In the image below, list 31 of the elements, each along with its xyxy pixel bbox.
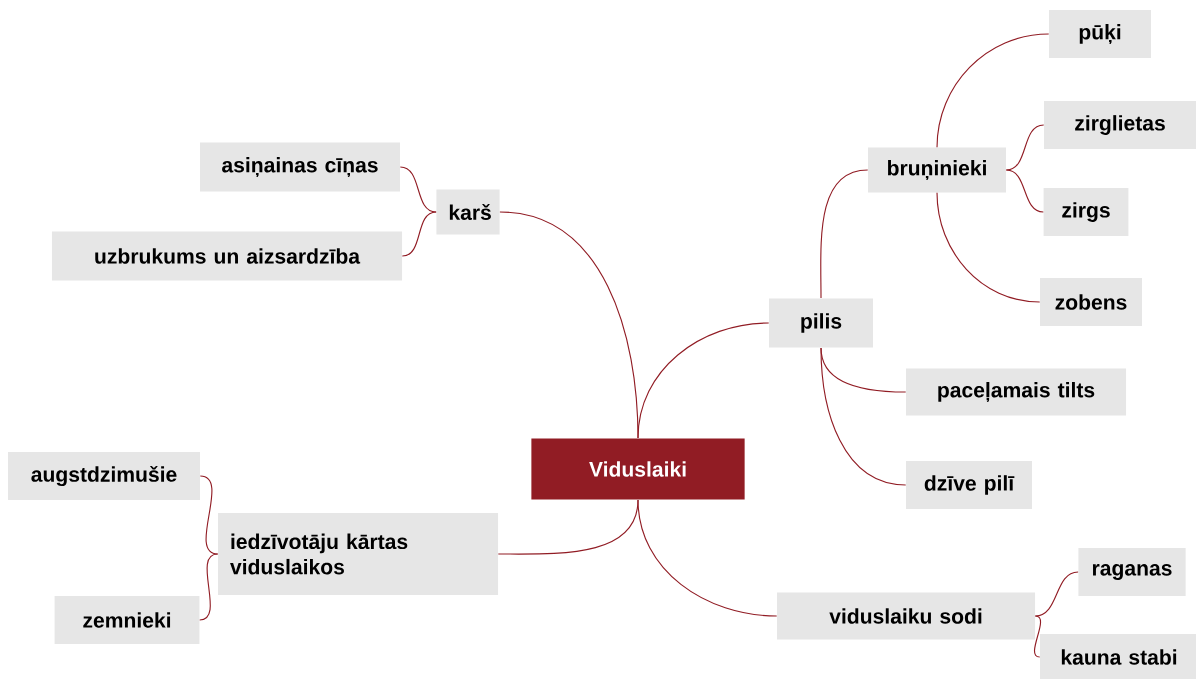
topic-box: asiņainas cīņas <box>200 142 401 192</box>
connector-line <box>199 475 219 555</box>
topic-box: augstdzimušie <box>8 452 201 500</box>
connector-line <box>401 211 437 257</box>
topic-box: kauna stabi <box>1040 634 1196 679</box>
topic-box: bruņinieki <box>868 147 1007 193</box>
topic-box: karš <box>436 189 500 235</box>
topic-box: uzbrukums un aizsardzība <box>51 231 403 281</box>
topic-box: iedzīvotāju kārtas viduslaikos <box>217 513 499 595</box>
connector-line <box>1034 571 1079 617</box>
topic-box: pūķi <box>1049 10 1152 58</box>
connector-line <box>936 192 1041 303</box>
connector-line <box>637 322 770 439</box>
topic-box: zirglietas <box>1044 101 1196 149</box>
connector-line <box>1005 169 1044 213</box>
connector-line <box>637 499 778 617</box>
topic-box: paceļamais tilts <box>906 368 1127 416</box>
topic-box: zobens <box>1040 278 1142 326</box>
connector-line <box>199 553 219 621</box>
topic-box: dzīve pilī <box>906 461 1033 509</box>
topic-box: zemnieki <box>54 596 200 644</box>
topic-box: viduslaiku sodi <box>777 592 1036 640</box>
connector-line <box>399 166 437 213</box>
topic-box: pilis <box>769 298 873 348</box>
central-topic-box: Viduslaiki <box>531 438 745 500</box>
connector-line <box>936 33 1050 148</box>
topic-box: zirgs <box>1043 188 1129 236</box>
connector-line <box>820 169 869 299</box>
connector-line <box>820 347 907 486</box>
topic-box: raganas <box>1078 548 1186 596</box>
connector-line <box>1005 124 1045 171</box>
